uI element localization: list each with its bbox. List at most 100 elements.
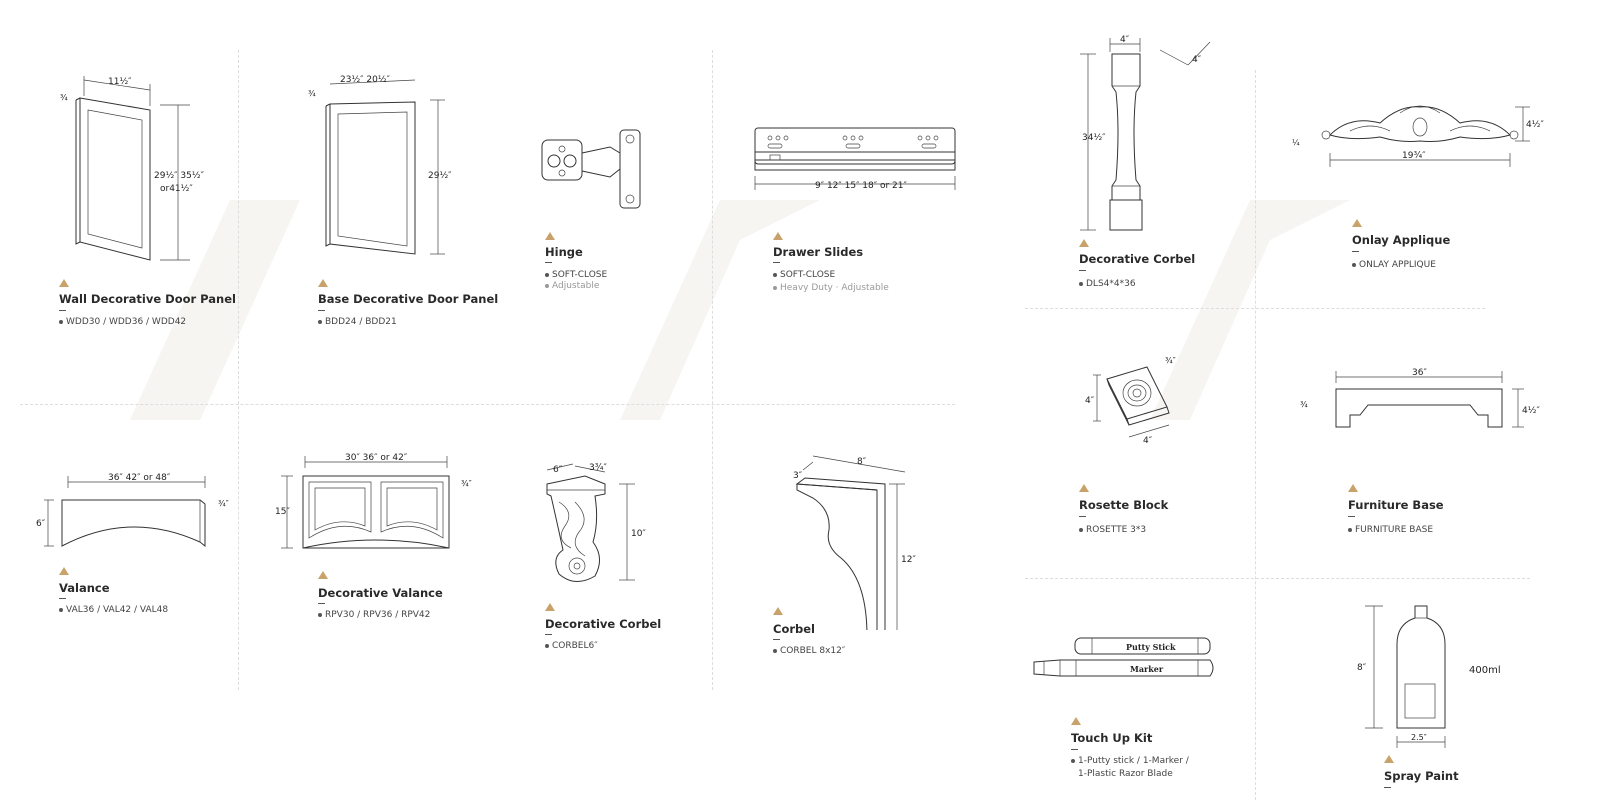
title-underline (773, 262, 780, 263)
rosette-block-drawing: 4″ 4″ ¾″ (1085, 356, 1176, 446)
rosette-thickness-dim: ¾″ (1165, 356, 1176, 365)
accent-triangle (1071, 717, 1081, 725)
valance-drawing: 36″ 42″ or 48″ 6″ ¾″ (36, 473, 229, 548)
carved-corbel-drawing: 6″ 3¾″ 10″ (546, 463, 646, 582)
base-thickness-dim: ¾ (308, 89, 316, 98)
dval-height-dim: 15″ (275, 507, 290, 517)
valance-thickness-dim: ¾″ (218, 499, 229, 508)
product-spec: ONLAY APPLIQUE (1352, 260, 1436, 270)
title-underline (1384, 787, 1391, 788)
product-title: Valance (59, 581, 110, 595)
product-title: Touch Up Kit (1071, 731, 1153, 745)
furniture-base-drawing: 36″ 4½″ ¾ (1300, 368, 1540, 428)
divider-vertical (712, 50, 713, 690)
slides-length-dim: 9″ 12″ 15″ 18″ or 21″ (815, 181, 907, 191)
product-spec: ROSETTE 3*3 (1079, 525, 1146, 535)
corbel-depth-dim: 3″ (793, 471, 803, 481)
product-spec: 1-Putty stick / 1-Marker / (1071, 756, 1189, 766)
product-title: Decorative Corbel (545, 617, 662, 631)
product-spec-secondary: Adjustable (545, 281, 599, 291)
title-underline (1352, 251, 1359, 252)
title-underline (318, 310, 325, 311)
corbel-width-dim: 8″ (857, 457, 867, 467)
base-door-panel-drawing: 23½″ 20½″ ¾ 29½″ (308, 75, 452, 255)
product-spec: WDD30 / WDD36 / WDD42 (59, 317, 186, 327)
dcor-width-dim: 6″ (553, 465, 563, 475)
accent-triangle (1352, 219, 1362, 227)
post-depth-dim: 4″ (1192, 55, 1202, 65)
accent-triangle (773, 232, 783, 240)
divider-vertical (1255, 70, 1256, 800)
post-width-dim: 4″ (1120, 35, 1130, 45)
dcor-height-dim: 10″ (631, 529, 646, 539)
product-title: Furniture Base (1348, 498, 1444, 512)
product-spec-secondary: Heavy Duty · Adjustable (773, 283, 889, 293)
title-underline (545, 262, 552, 263)
dval-width-dim: 30″ 36″ or 42″ (345, 453, 408, 463)
hinge-drawing (541, 129, 641, 209)
product-title: Wall Decorative Door Panel (59, 292, 236, 306)
divider-horizontal (1025, 308, 1485, 309)
product-title: Onlay Applique (1352, 233, 1451, 247)
wall-thickness-dim: ¾ (60, 93, 68, 102)
rosette-height-dim: 4″ (1085, 396, 1095, 406)
putty-stick-label: Putty Stick (1126, 642, 1176, 652)
base-height-dim: 29½″ (428, 171, 452, 181)
valance-width-dim: 36″ 42″ or 48″ (108, 473, 171, 483)
accent-triangle (1079, 484, 1089, 492)
divider-horizontal (1025, 578, 1530, 579)
title-underline (318, 603, 325, 604)
product-spec: RPV30 / RPV36 / RPV42 (318, 610, 430, 620)
onlay-height-dim: 4½″ (1526, 120, 1544, 130)
product-title: Rosette Block (1079, 498, 1169, 512)
wall-height-dim: 29½″ 35½″ (154, 171, 205, 181)
base-width-dim: 23½″ 20½″ (340, 75, 391, 85)
title-underline (1071, 749, 1078, 750)
accent-triangle (318, 571, 328, 579)
wall-door-panel-drawing: 11½″ ¾ 29½″ 35½″ or41½″ (60, 76, 205, 261)
product-spec: VAL36 / VAL42 / VAL48 (59, 605, 168, 615)
title-underline (59, 598, 66, 599)
product-title: Decorative Valance (318, 586, 443, 600)
product-spec: DLS4*4*36 (1079, 279, 1136, 289)
valance-height-dim: 6″ (36, 519, 46, 529)
post-height-dim: 34½″ (1082, 133, 1106, 143)
accent-triangle (1079, 239, 1089, 247)
onlay-thickness-dim: ¼ (1292, 138, 1300, 147)
divider-horizontal (20, 404, 955, 405)
product-title: Drawer Slides (773, 245, 864, 259)
corbel-drawing: 3″ 8″ 12″ (793, 455, 916, 630)
spray-paint-drawing: 8″ 2.5″ 400ml (1357, 605, 1501, 748)
onlay-width-dim: 19¾″ (1402, 151, 1426, 161)
accent-triangle (318, 279, 328, 287)
product-title: Hinge (545, 245, 583, 259)
product-spec: FURNITURE BASE (1348, 525, 1433, 535)
spray-volume: 400ml (1469, 665, 1501, 676)
product-title: Corbel (773, 622, 815, 636)
title-underline (545, 634, 552, 635)
title-underline (1079, 270, 1086, 271)
drawer-slides-drawing: 9″ 12″ 15″ 18″ or 21″ (754, 127, 956, 191)
product-title: Base Decorative Door Panel (318, 292, 499, 306)
corbel-height-dim: 12″ (901, 555, 916, 565)
accent-triangle (1348, 484, 1358, 492)
product-spec: SOFT-CLOSE (545, 270, 607, 280)
product-spec: BDD24 / BDD21 (318, 317, 397, 327)
onlay-applique-drawing: 4½″ 19¾″ ¼ (1292, 105, 1544, 167)
marker-label: Marker (1130, 664, 1164, 674)
product-spec: SOFT-CLOSE (773, 270, 835, 280)
rosette-width-dim: 4″ (1143, 436, 1153, 446)
accent-triangle (545, 232, 555, 240)
product-title: Spray Paint (1384, 769, 1459, 783)
spray-height-dim: 8″ (1357, 663, 1367, 673)
accent-triangle (59, 279, 69, 287)
dcor-depth-dim: 3¾″ (589, 463, 607, 473)
product-spec-secondary: 1-Plastic Razor Blade (1078, 769, 1173, 779)
accent-triangle (1384, 755, 1394, 763)
wall-height-dim-alt: or41½″ (160, 184, 193, 194)
accent-triangle (773, 607, 783, 615)
fb-thickness-dim: ¾ (1300, 400, 1308, 409)
title-underline (1348, 516, 1355, 517)
title-underline (59, 310, 66, 311)
product-title: Decorative Corbel (1079, 252, 1196, 266)
